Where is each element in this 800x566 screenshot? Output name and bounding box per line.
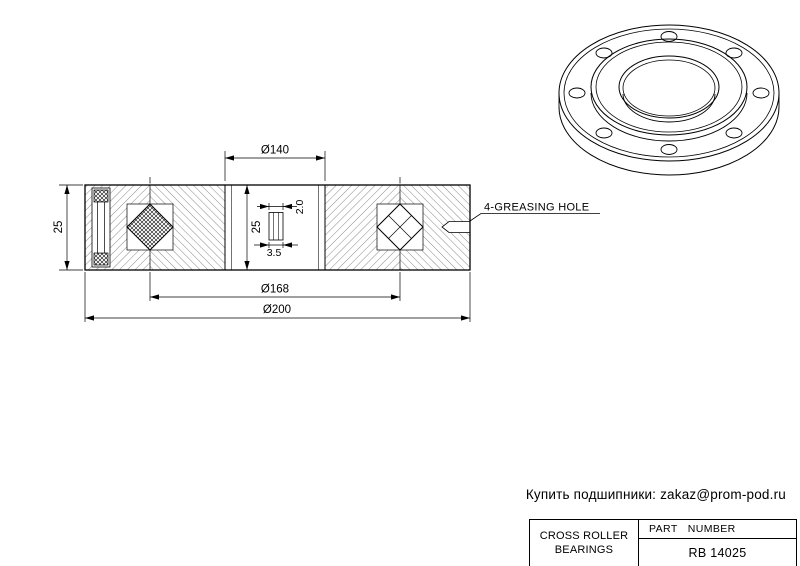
dim-hole-a-text: 2.0 xyxy=(294,200,306,215)
section-view xyxy=(84,177,471,271)
inner-ring-face-lines xyxy=(231,185,319,270)
dim-hole-b-text: 3.5 xyxy=(267,247,282,259)
title-block-product: CROSS ROLLER BEARINGS xyxy=(530,520,639,566)
dim-width-left-text: 25 xyxy=(53,221,65,234)
dimensions: Ø140 25 25 xyxy=(53,145,471,322)
greasing-hole-callout: 4-GREASING HOLE xyxy=(469,202,600,222)
dim-hole-a: 2.0 xyxy=(257,200,306,215)
greasing-hole-label: 4-GREASING HOLE xyxy=(484,202,589,214)
flange-holes xyxy=(568,31,770,155)
bearing-outline xyxy=(84,184,471,271)
fixing-pin xyxy=(91,187,111,268)
ring-split-lines xyxy=(149,185,401,270)
dim-bore-text: Ø140 xyxy=(261,145,289,157)
bore-edges xyxy=(224,185,326,270)
greasing-hole-slot xyxy=(441,221,470,233)
inner-ring-hole-detail xyxy=(268,212,284,241)
dim-pitch-text: Ø168 xyxy=(261,284,289,296)
product-line2: BEARINGS xyxy=(554,544,614,556)
dim-width-inner: 25 xyxy=(244,185,263,270)
dim-width-left: 25 xyxy=(53,184,83,271)
roller-cross-marks xyxy=(388,215,412,239)
dim-bore: Ø140 xyxy=(224,145,326,181)
dim-outer: Ø200 xyxy=(84,272,471,322)
product-line1: CROSS ROLLER xyxy=(539,529,629,542)
dim-hole-b: 3.5 xyxy=(254,242,298,259)
part-number-value: RB 14025 xyxy=(688,545,747,560)
dim-outer-text: Ø200 xyxy=(263,304,291,316)
part-number-label: PART NUMBER xyxy=(639,520,796,539)
split-ticks xyxy=(149,177,401,184)
title-block: CROSS ROLLER BEARINGS PART NUMBER RB 140… xyxy=(529,519,797,566)
contact-text: Купить подшипники: zakaz@prom-pod.ru xyxy=(525,487,786,502)
dim-width-inner-text: 25 xyxy=(251,221,263,234)
dim-pitch: Ø168 xyxy=(149,272,401,301)
isometric-view xyxy=(558,24,780,176)
title-block-part: PART NUMBER RB 14025 xyxy=(639,520,796,566)
